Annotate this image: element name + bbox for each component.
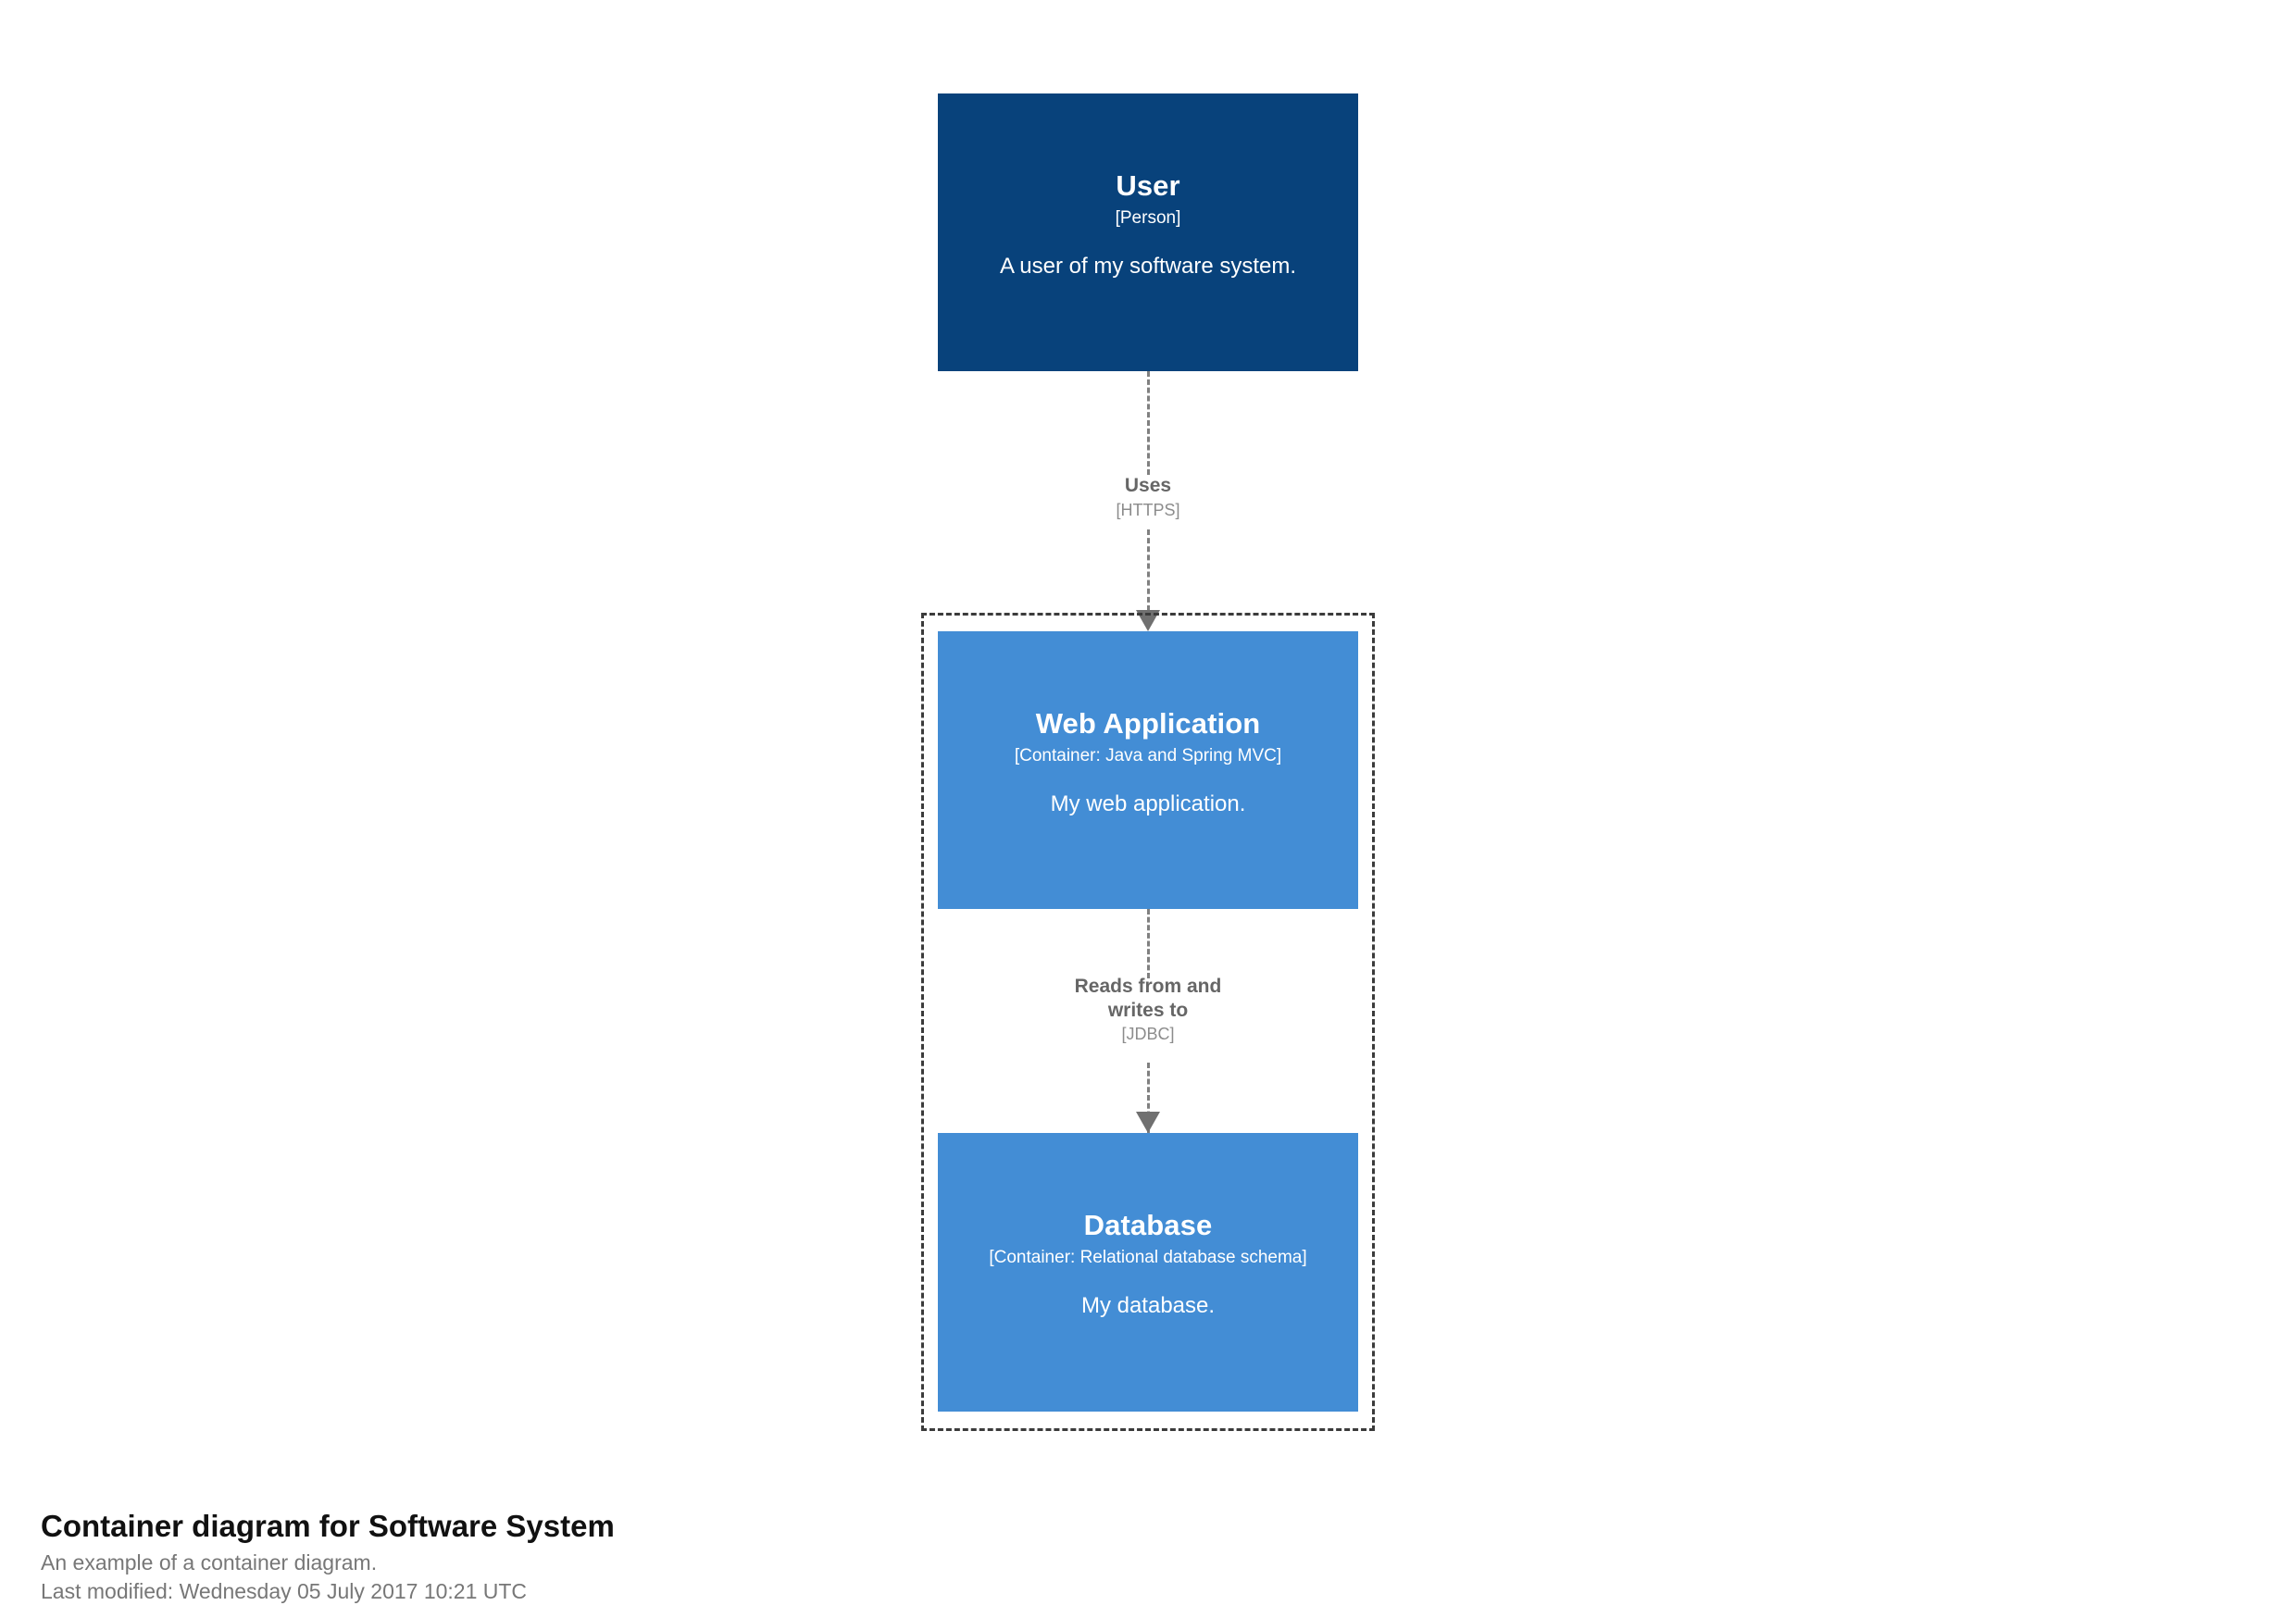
relationship-webapp-database-description-line2: writes to (1107, 999, 1189, 1021)
element-user-description: A user of my software system. (999, 254, 1297, 280)
element-user-name: User (1116, 169, 1180, 202)
relationship-webapp-database-technology: [JDBC] (1121, 1025, 1175, 1044)
relationship-user-uses-webapp-label: Uses [HTTPS] (963, 474, 1333, 521)
element-web-application-description: My web application. (1050, 791, 1246, 817)
diagram-last-modified: Last modified: Wednesday 05 July 2017 10… (41, 1578, 528, 1603)
diagram-title: Container diagram for Software System (41, 1509, 615, 1543)
element-web-application[interactable]: Web Application [Container: Java and Spr… (938, 631, 1358, 909)
relationship-webapp-database-arrowhead (1136, 1112, 1160, 1133)
relationship-user-uses-webapp-line-lower (1147, 529, 1150, 611)
relationship-webapp-database-label: Reads from and writes to [JDBC] (963, 975, 1333, 1045)
relationship-user-uses-webapp-technology: [HTTPS] (1116, 500, 1180, 519)
relationship-user-uses-webapp-description: Uses (1124, 475, 1172, 496)
diagram-subtitle: An example of a container diagram. (41, 1550, 378, 1575)
relationship-webapp-database-description-line1: Reads from and (1074, 976, 1222, 997)
relationship-webapp-database-line-lower (1147, 1063, 1150, 1133)
element-web-application-technology: [Container: Java and Spring MVC] (1014, 745, 1282, 765)
element-database[interactable]: Database [Container: Relational database… (938, 1133, 1358, 1412)
diagram-caption: Container diagram for Software System An… (41, 1507, 615, 1605)
software-system-boundary (921, 613, 1375, 1431)
element-user-technology: [Person] (1115, 207, 1181, 228)
element-web-application-name: Web Application (1035, 707, 1261, 740)
element-user[interactable]: User [Person] A user of my software syst… (938, 93, 1358, 371)
element-database-description: My database. (1080, 1293, 1216, 1319)
relationship-webapp-database-line-upper (1147, 909, 1150, 978)
element-database-technology: [Container: Relational database schema] (989, 1247, 1307, 1267)
element-database-name: Database (1083, 1209, 1213, 1241)
relationship-user-uses-webapp-line-upper (1147, 371, 1150, 475)
